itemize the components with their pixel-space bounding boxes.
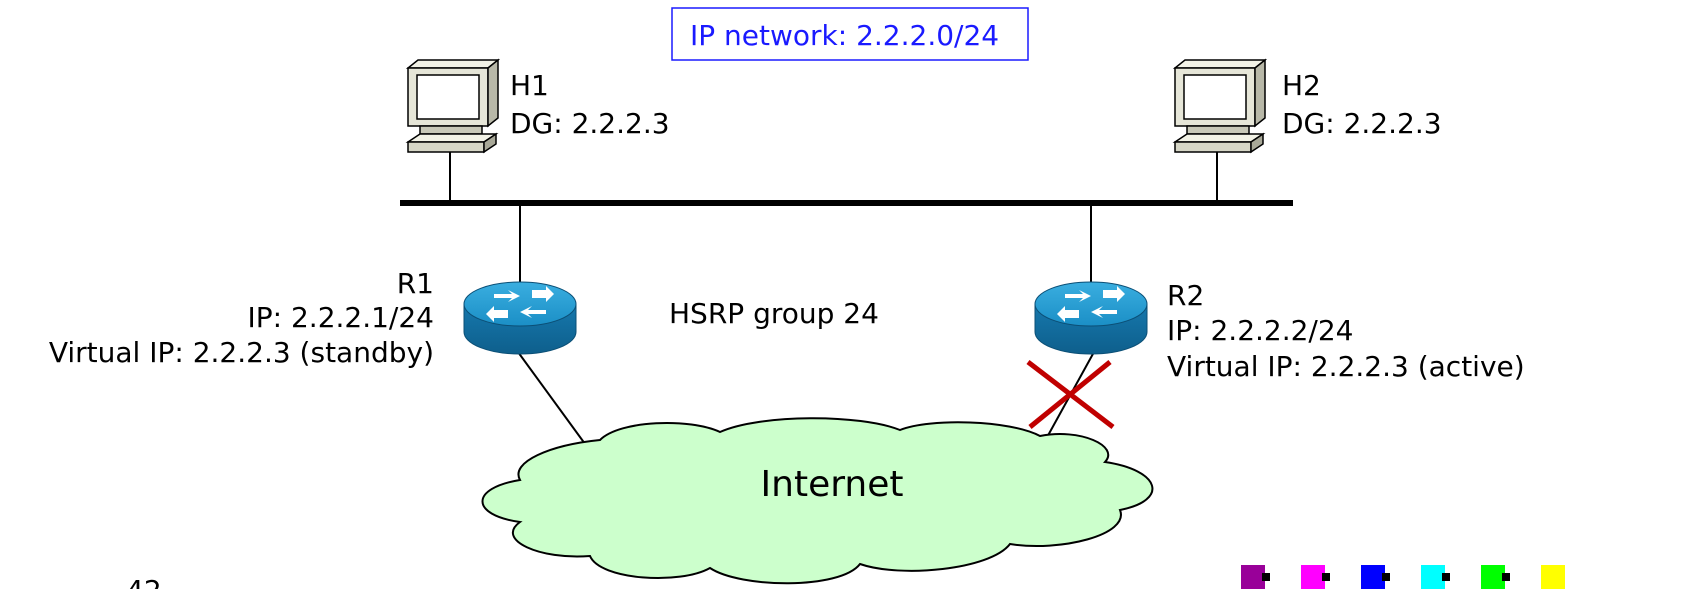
r1-wan-link — [517, 351, 589, 449]
computer-icon-h1 — [407, 59, 499, 153]
network-label-box — [671, 7, 1029, 61]
hsrp-group-label: HSRP group 24 — [669, 297, 879, 330]
r2-virtual-ip: Virtual IP: 2.2.2.3 (active) — [1167, 350, 1525, 383]
r2-name: R2 — [1167, 279, 1204, 312]
h1-default-gateway: DG: 2.2.2.3 — [510, 107, 670, 140]
r1-ip: IP: 2.2.2.1/24 — [248, 301, 435, 334]
link-failure-x-icon — [1026, 360, 1115, 429]
h1-name: H1 — [510, 69, 549, 102]
slide-number: 42 — [126, 574, 162, 589]
internet-label: Internet — [761, 464, 904, 505]
internet-cloud — [481, 417, 1154, 585]
network-label: IP network: 2.2.2.0/24 — [690, 19, 999, 52]
computer-icon-h2 — [1174, 59, 1266, 153]
color-squares — [1241, 565, 1565, 589]
h2-default-gateway: DG: 2.2.2.3 — [1282, 107, 1442, 140]
r2-ip: IP: 2.2.2.2/24 — [1167, 314, 1354, 347]
router-icon-r1 — [463, 281, 577, 355]
router-icon-r2 — [1034, 281, 1148, 355]
h2-name: H2 — [1282, 69, 1321, 102]
r1-virtual-ip: Virtual IP: 2.2.2.3 (standby) — [49, 336, 434, 369]
r1-name: R1 — [397, 267, 434, 300]
